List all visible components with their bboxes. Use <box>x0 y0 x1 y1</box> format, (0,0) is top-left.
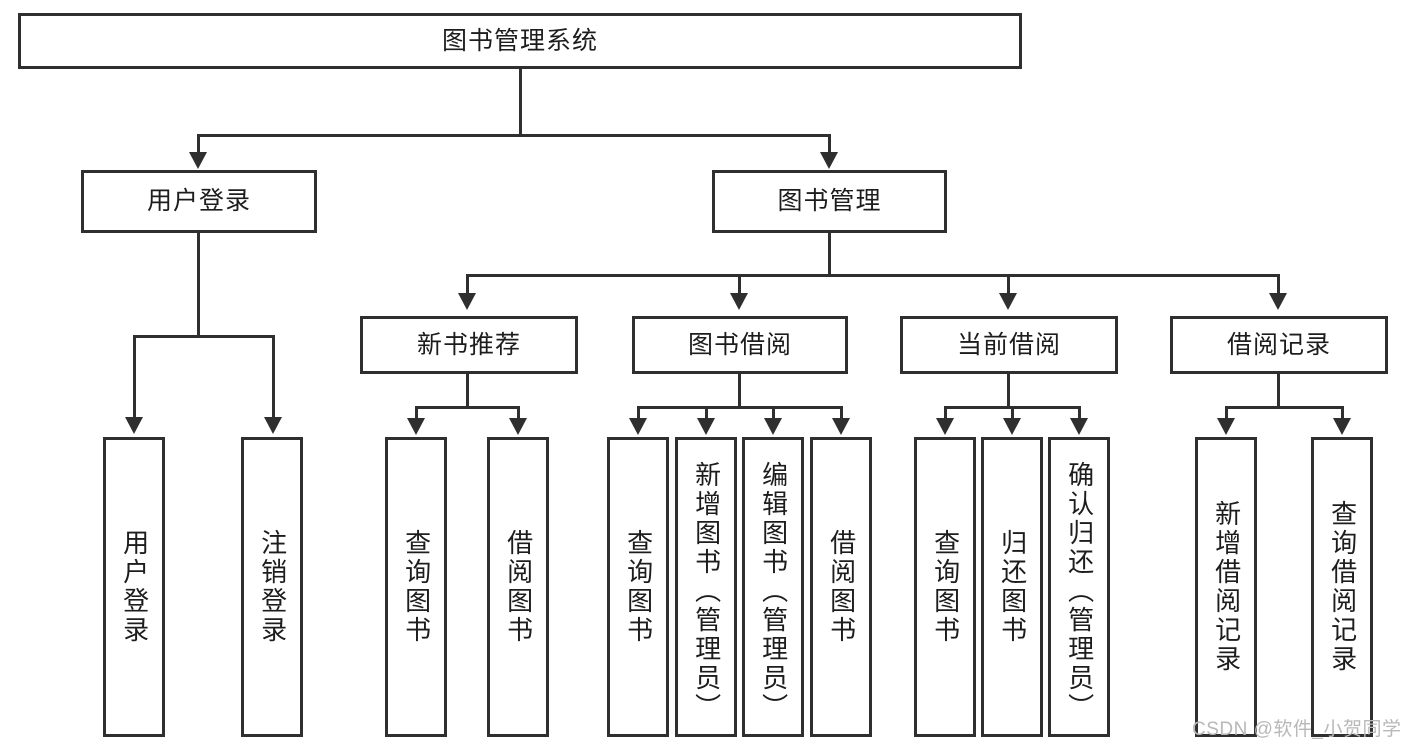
node-leaf-add-book-admin[interactable]: 新增图书（管理员） <box>675 437 737 737</box>
connector-book-management-stem <box>828 233 831 275</box>
node-borrow-record[interactable]: 借阅记录 <box>1170 316 1388 374</box>
arrow-nb-to-leaf-1 <box>407 418 425 435</box>
node-new-book-recommend[interactable]: 新书推荐 <box>360 316 578 374</box>
connector-borrow-record-stem <box>1277 374 1280 408</box>
node-label: 图书管理系统 <box>441 26 598 55</box>
node-label: 图书管理 <box>777 187 882 216</box>
node-label: 注销登录 <box>257 529 288 645</box>
arrow-cb-to-leaf-2 <box>1003 418 1021 435</box>
arrow-br-to-leaf-1 <box>1217 418 1235 435</box>
node-leaf-query-book-2[interactable]: 查询图书 <box>607 437 669 737</box>
connector-cb-to-leaf-1 <box>944 406 947 420</box>
csdn-watermark: CSDN @软件_小贺同学 <box>1192 719 1402 740</box>
arrow-br-to-leaf-2 <box>1333 418 1351 435</box>
connector-user-login-bus <box>133 335 275 338</box>
node-label: 查询图书 <box>623 529 654 645</box>
connector-user-login-to-leaf-2 <box>272 335 275 419</box>
arrow-bm-to-new-book <box>458 293 476 310</box>
connector-bb-to-leaf-3 <box>772 406 775 420</box>
node-label: 借阅记录 <box>1226 330 1331 359</box>
node-label: 编辑图书（管理员） <box>758 460 789 722</box>
connector-book-borrow-bus <box>637 406 842 409</box>
node-label: 归还图书 <box>997 529 1028 645</box>
connector-root-stem <box>519 69 522 135</box>
connector-cb-to-leaf-3 <box>1078 406 1081 420</box>
node-label: 用户登录 <box>119 529 150 645</box>
arrow-user-login-to-leaf-2 <box>264 417 282 434</box>
node-label: 查询图书 <box>930 529 961 645</box>
node-label: 借阅图书 <box>503 529 534 645</box>
connector-user-login-to-leaf-1 <box>133 335 136 419</box>
connector-br-to-leaf-2 <box>1341 406 1344 420</box>
node-label: 借阅图书 <box>826 529 857 645</box>
connector-nb-to-leaf-1 <box>415 406 418 420</box>
arrow-bb-to-leaf-1 <box>629 418 647 435</box>
arrow-bb-to-leaf-3 <box>764 418 782 435</box>
connector-user-login-stem <box>197 233 200 336</box>
arrow-nb-to-leaf-2 <box>509 418 527 435</box>
connector-root-bus <box>197 134 831 137</box>
node-leaf-query-book-1[interactable]: 查询图书 <box>385 437 447 737</box>
connector-new-book-stem <box>466 374 469 408</box>
node-user-login[interactable]: 用户登录 <box>81 170 317 233</box>
connector-borrow-record-bus <box>1225 406 1344 409</box>
arrow-bb-to-leaf-2 <box>697 418 715 435</box>
node-book-borrow[interactable]: 图书借阅 <box>632 316 848 374</box>
arrow-cb-to-leaf-3 <box>1070 418 1088 435</box>
connector-book-management-bus <box>466 274 1280 277</box>
node-current-borrow[interactable]: 当前借阅 <box>900 316 1118 374</box>
connector-br-to-leaf-1 <box>1225 406 1228 420</box>
connector-current-borrow-stem <box>1007 374 1010 408</box>
arrow-bb-to-leaf-4 <box>832 418 850 435</box>
connector-bm-to-current-borrow <box>1007 274 1010 296</box>
connector-bm-to-borrow-record <box>1277 274 1280 296</box>
node-leaf-borrow-book-1[interactable]: 借阅图书 <box>487 437 549 737</box>
node-leaf-add-borrow-record[interactable]: 新增借阅记录 <box>1195 437 1257 737</box>
arrow-root-to-book-management <box>820 152 838 169</box>
connector-book-borrow-stem <box>738 374 741 408</box>
node-leaf-confirm-return-admin[interactable]: 确认归还（管理员） <box>1048 437 1110 737</box>
arrow-user-login-to-leaf-1 <box>125 417 143 434</box>
node-leaf-edit-book-admin[interactable]: 编辑图书（管理员） <box>742 437 804 737</box>
connector-new-book-bus <box>415 406 520 409</box>
arrow-bm-to-book-borrow <box>730 293 748 310</box>
node-label: 查询图书 <box>401 529 432 645</box>
arrow-bm-to-borrow-record <box>1269 293 1287 310</box>
node-book-management-system[interactable]: 图书管理系统 <box>18 13 1022 69</box>
arrow-bm-to-current-borrow <box>999 293 1017 310</box>
node-label: 确认归还（管理员） <box>1064 460 1095 722</box>
node-label: 用户登录 <box>146 187 251 216</box>
connector-cb-to-leaf-2 <box>1011 406 1014 420</box>
node-label: 查询借阅记录 <box>1327 500 1358 674</box>
connector-bb-to-leaf-2 <box>705 406 708 420</box>
node-leaf-user-login[interactable]: 用户登录 <box>103 437 165 737</box>
connector-root-to-user-login <box>197 134 200 156</box>
connector-nb-to-leaf-2 <box>517 406 520 420</box>
node-book-management[interactable]: 图书管理 <box>712 170 947 233</box>
node-label: 当前借阅 <box>956 330 1061 359</box>
node-label: 新增图书（管理员） <box>691 460 722 722</box>
connector-bb-to-leaf-1 <box>637 406 640 420</box>
connector-root-to-book-management <box>828 134 831 156</box>
node-leaf-user-logout[interactable]: 注销登录 <box>241 437 303 737</box>
arrow-cb-to-leaf-1 <box>936 418 954 435</box>
connector-bm-to-new-book <box>466 274 469 296</box>
connector-bm-to-book-borrow <box>738 274 741 296</box>
node-leaf-query-borrow-record[interactable]: 查询借阅记录 <box>1311 437 1373 737</box>
node-leaf-return-book[interactable]: 归还图书 <box>981 437 1043 737</box>
node-leaf-borrow-book-2[interactable]: 借阅图书 <box>810 437 872 737</box>
node-leaf-query-book-3[interactable]: 查询图书 <box>914 437 976 737</box>
node-label: 图书借阅 <box>687 330 792 359</box>
connector-bb-to-leaf-4 <box>840 406 843 420</box>
node-label: 新增借阅记录 <box>1211 500 1242 674</box>
arrow-root-to-user-login <box>189 152 207 169</box>
node-label: 新书推荐 <box>416 330 521 359</box>
